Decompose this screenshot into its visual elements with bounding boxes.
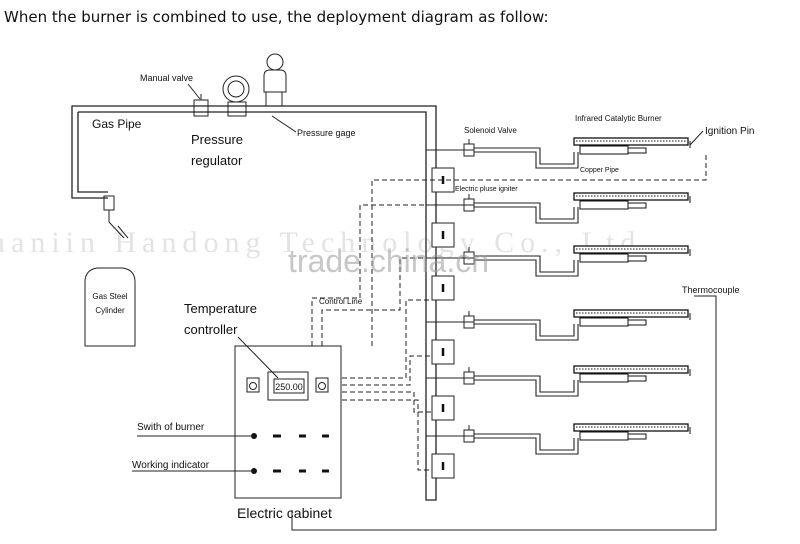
cylinder-label-2: Cylinder (95, 306, 125, 315)
burner-nozzle-1 (627, 147, 647, 154)
pressure-regulator-label-2: regulator (191, 153, 243, 168)
thermocouple-label: Thermocouple (682, 285, 740, 295)
burner-nozzle-3 (627, 255, 647, 262)
temperature-controller-label-2: controller (184, 322, 238, 337)
temperature-controller-label-1: Temperature (184, 301, 257, 316)
burner-body-6 (579, 431, 629, 441)
watermark-main: trade.china.cn (288, 243, 489, 279)
pressure-regulator-label-1: Pressure (191, 132, 243, 147)
manual-valve-label: Manual valve (140, 73, 193, 83)
electric-cabinet: 250.00 (234, 345, 342, 499)
burner-body-2 (579, 200, 629, 210)
control-lines (291, 155, 717, 531)
solenoid-valve-label: Solenoid Valve (464, 126, 517, 135)
control-line-label: Control Line (319, 297, 363, 306)
copper-pipe-1 (436, 147, 579, 169)
burner-body-5 (579, 373, 629, 383)
manual-valve: Manual valve (140, 73, 209, 117)
burner-body-1 (579, 145, 629, 155)
pressure-regulator: Pressure regulator (191, 75, 250, 168)
burner-nozzle-5 (627, 375, 647, 382)
switch-of-burner-label: Swith of burner (137, 422, 205, 433)
indicator-row (251, 468, 329, 474)
electric-igniter-label: Electric pluse igniter (455, 186, 518, 193)
burner-nozzle-6 (627, 433, 647, 440)
cylinder-connection (103, 195, 129, 239)
infrared-burner-label: Infrared Catalytic Burner (575, 114, 662, 123)
header-text: When the burner is combined to use, the … (4, 8, 549, 26)
pressure-gage-label: Pressure gage (297, 128, 356, 138)
burner-body-4 (579, 317, 629, 327)
burner-nozzle-4 (627, 319, 647, 326)
switch-row (251, 433, 329, 439)
gas-pipe (71, 105, 437, 501)
copper-pipe-6 (436, 433, 579, 455)
pressure-gage: Pressure gage (263, 53, 356, 138)
display-value: 250.00 (275, 382, 303, 392)
copper-pipe-label: Copper Pipe (580, 167, 619, 174)
burner-body-3 (579, 253, 629, 263)
electric-cabinet-label: Electric cabinet (237, 505, 332, 521)
gas-pipe-label: Gas Pipe (92, 117, 142, 131)
gas-steel-cylinder: Gas Steel Cylinder (84, 267, 136, 347)
copper-pipe-2 (436, 202, 579, 224)
cylinder-label-1: Gas Steel (92, 292, 127, 301)
burner-rows (426, 137, 691, 479)
ignition-pin-label: Ignition Pin (705, 126, 754, 137)
burner-nozzle-2 (627, 202, 647, 209)
copper-pipe-5 (436, 375, 579, 397)
watermark-faint: uaniin Handong Technology Co., Ltd (0, 226, 641, 259)
copper-pipe-4 (436, 319, 579, 341)
working-indicator-label: Working indicator (132, 460, 210, 471)
copper-pipe-3 (436, 255, 579, 277)
